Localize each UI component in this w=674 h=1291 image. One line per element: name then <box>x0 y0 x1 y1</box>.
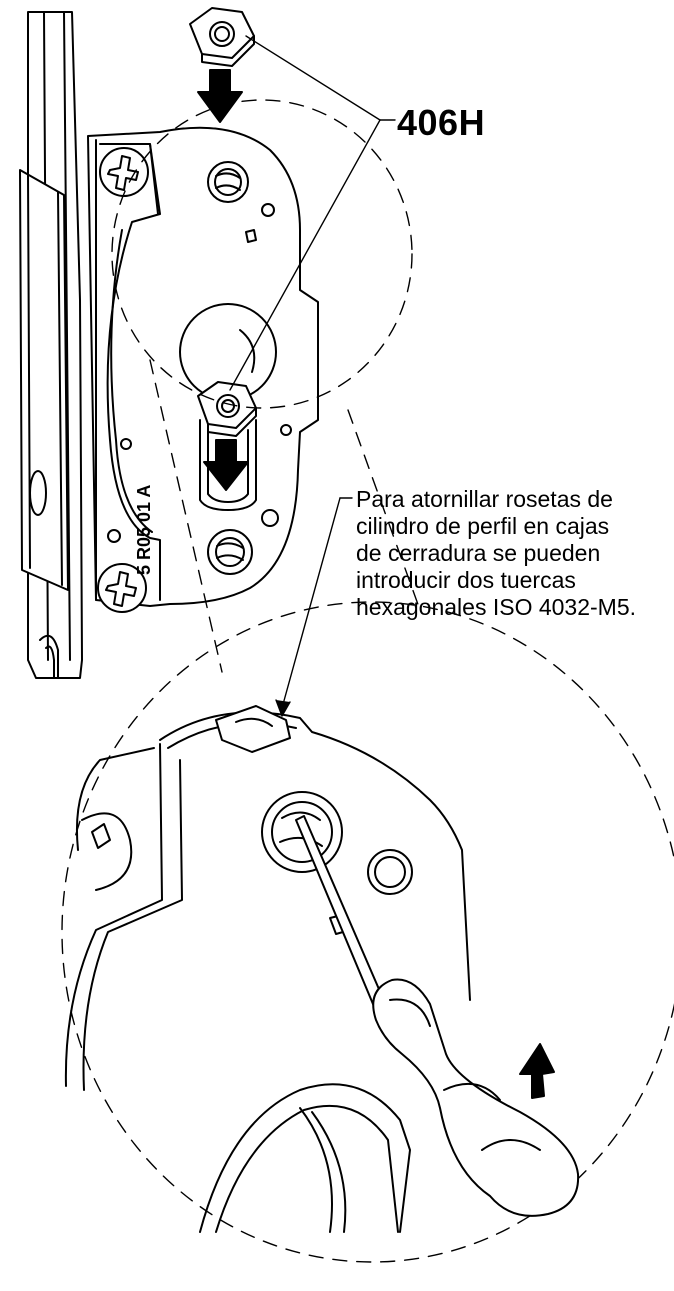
case-stamp: 5 R05 01 A <box>134 485 154 575</box>
small-hole <box>261 509 279 527</box>
note-leader-line <box>275 497 353 717</box>
note-line: de cerradura se pueden <box>356 540 601 566</box>
phillips-screw-icon <box>97 563 147 613</box>
note-line: hexagonales ISO 4032-M5. <box>356 594 637 620</box>
part-number-label: 406H <box>397 102 486 143</box>
lock-faceplate <box>19 11 83 679</box>
lower-threaded-hole <box>207 529 253 575</box>
detail-callout <box>61 99 674 1263</box>
lock-case <box>87 126 319 607</box>
cylinder-cutout <box>179 303 277 511</box>
part-leader-lines <box>229 35 396 391</box>
small-hole <box>261 203 275 217</box>
down-arrow-icon <box>197 69 243 123</box>
down-arrow-icon <box>203 439 249 491</box>
small-hole <box>120 438 132 450</box>
small-hole <box>107 529 121 543</box>
screwdriver-icon <box>295 815 580 1217</box>
enlarged-detail <box>64 705 580 1233</box>
hex-nut-icon <box>189 7 255 67</box>
phillips-screw-icon <box>99 147 149 197</box>
small-hole <box>280 424 292 436</box>
instruction-note: Para atornillar rosetas de cilindro de p… <box>356 486 674 621</box>
up-arrow-icon <box>519 1043 555 1099</box>
note-line: cilindro de perfil en cajas <box>356 513 610 539</box>
note-line: introducir dos tuercas <box>356 567 576 593</box>
note-line: Para atornillar rosetas de <box>356 486 613 512</box>
upper-threaded-hole <box>207 161 249 203</box>
